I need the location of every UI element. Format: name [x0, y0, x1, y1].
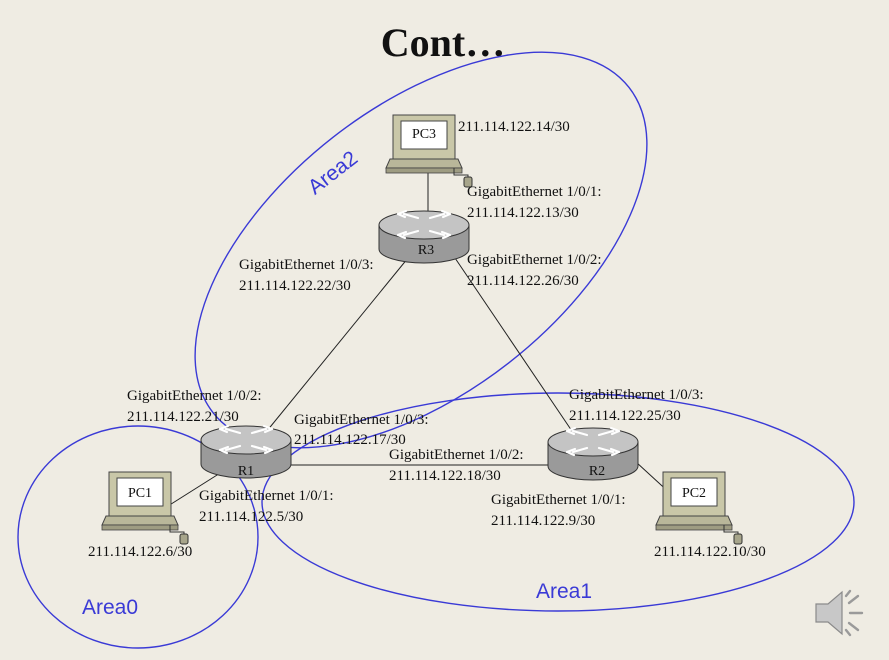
area1-outline — [261, 392, 855, 612]
pc1-ip: 211.114.122.6/30 — [88, 544, 192, 560]
r3-g1-ip: 211.114.122.13/30 — [467, 205, 579, 221]
router-r3-label: R3 — [418, 243, 434, 258]
area0-outline — [17, 425, 259, 649]
r2-g2-ip: 211.114.122.18/30 — [389, 468, 501, 484]
link-r3-r2 — [454, 257, 579, 441]
pc-icon — [101, 471, 189, 545]
pc2-label: PC2 — [682, 486, 706, 501]
r2-g2-name: GigabitEthernet 1/0/2: — [389, 447, 524, 463]
r1-g3-ip: 211.114.122.17/30 — [294, 432, 406, 448]
r2-g3-ip: 211.114.122.25/30 — [569, 408, 681, 424]
pc2[interactable]: PC2 — [655, 471, 743, 545]
r2-g3-name: GigabitEthernet 1/0/3: — [569, 387, 704, 403]
speaker-icon[interactable] — [815, 589, 864, 637]
pc3-ip: 211.114.122.14/30 — [458, 119, 570, 135]
r3-g2-ip: 211.114.122.26/30 — [467, 273, 579, 289]
router-r2-label: R2 — [589, 464, 605, 479]
r1-g1-ip: 211.114.122.5/30 — [199, 509, 303, 525]
r3-g1-name: GigabitEthernet 1/0/1: — [467, 184, 602, 200]
router-r2[interactable]: R2 — [546, 426, 640, 482]
area2-outline — [194, 51, 648, 449]
r1-g2-ip: 211.114.122.21/30 — [127, 409, 239, 425]
area0-label: Area0 — [82, 596, 138, 619]
r1-g3-name: GigabitEthernet 1/0/3: — [294, 412, 429, 428]
pc1[interactable]: PC1 — [101, 471, 189, 545]
pc-icon — [655, 471, 743, 545]
r1-g1-name: GigabitEthernet 1/0/1: — [199, 488, 334, 504]
r3-g2-name: GigabitEthernet 1/0/2: — [467, 252, 602, 268]
r2-g1-name: GigabitEthernet 1/0/1: — [491, 492, 626, 508]
r1-g2-name: GigabitEthernet 1/0/2: — [127, 388, 262, 404]
pc3[interactable]: PC3 — [385, 114, 473, 188]
pc1-label: PC1 — [128, 486, 152, 501]
router-r1[interactable]: R1 — [199, 424, 293, 480]
link-pc1-r1 — [167, 469, 226, 507]
slide-title: Cont… — [381, 20, 505, 65]
router-r3[interactable]: R3 — [377, 209, 471, 265]
pc2-ip: 211.114.122.10/30 — [654, 544, 766, 560]
area1-label: Area1 — [536, 580, 592, 603]
link-r3-r1 — [261, 257, 409, 438]
r3-g3-name: GigabitEthernet 1/0/3: — [239, 257, 374, 273]
r3-g3-ip: 211.114.122.22/30 — [239, 278, 351, 294]
pc3-label: PC3 — [412, 127, 436, 142]
router-r1-label: R1 — [238, 464, 254, 479]
r2-g1-ip: 211.114.122.9/30 — [491, 513, 595, 529]
